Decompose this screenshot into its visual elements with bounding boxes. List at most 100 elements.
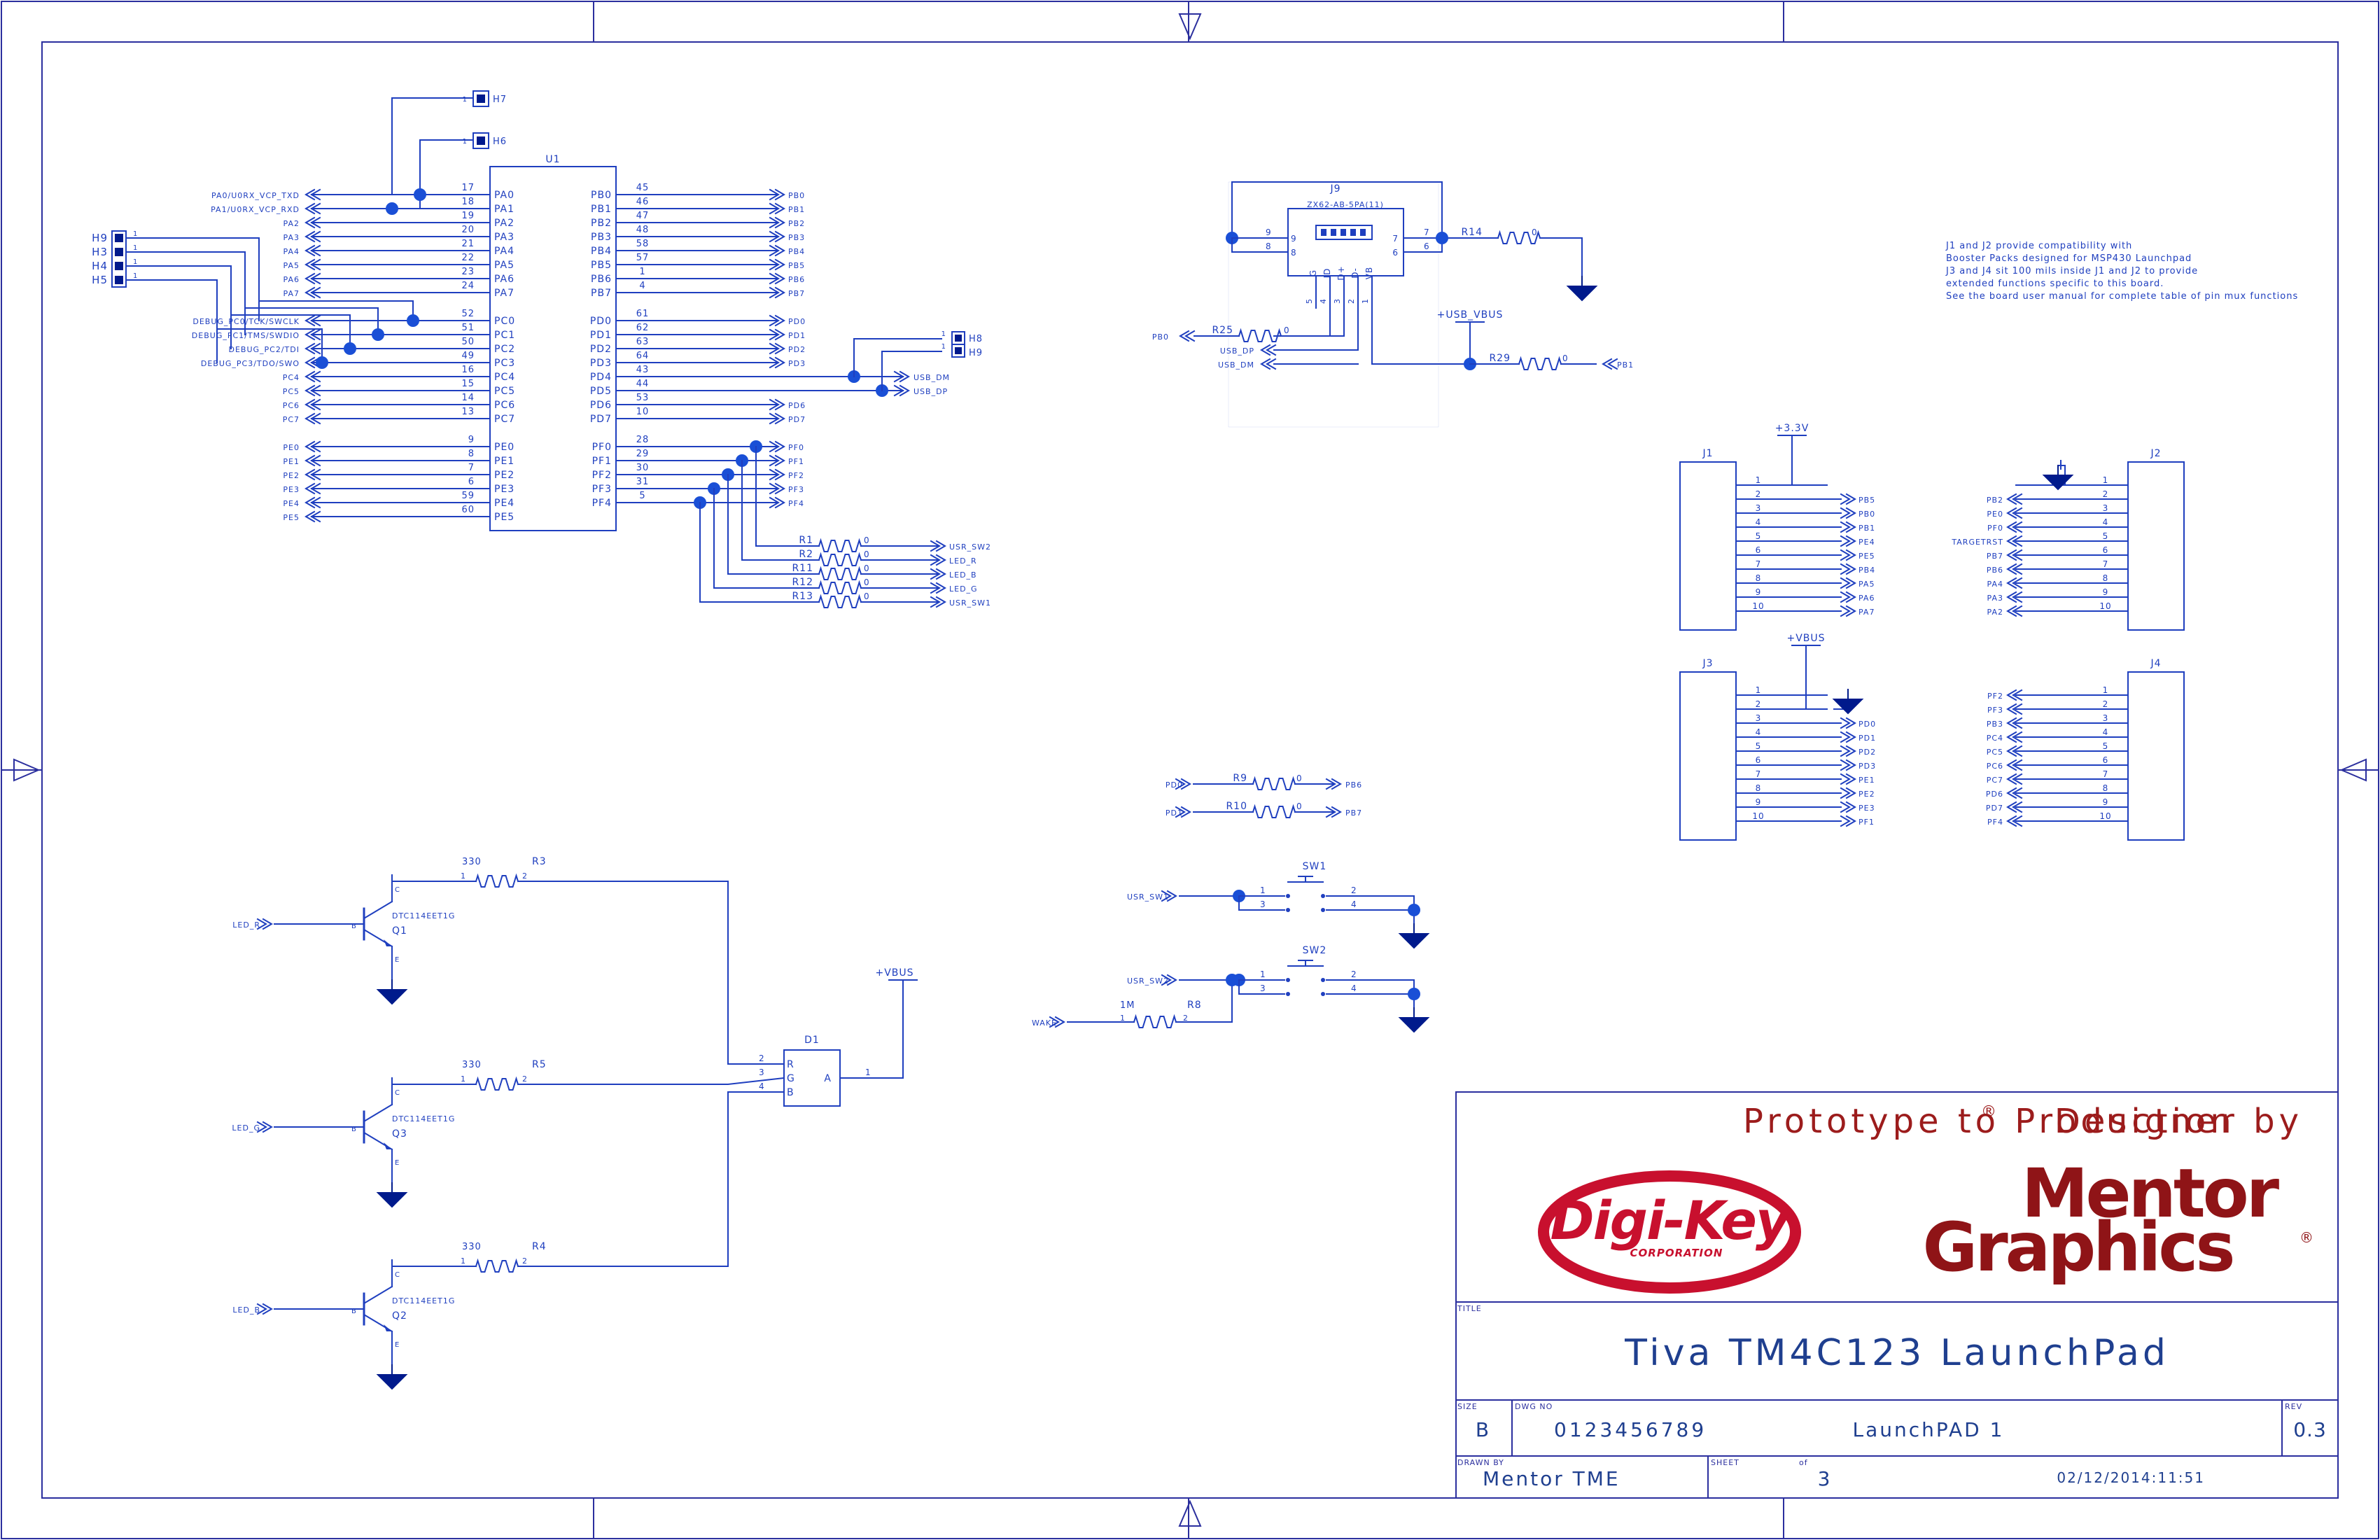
tr-emitter-arrow [384,1142,392,1149]
u1-pin-number: 14 [461,393,475,403]
net-label: TARGETRST [1951,538,2003,547]
resistor-R10 [1252,804,1296,818]
net-port-PC5 [310,384,321,397]
net-port [2006,605,2017,617]
sw-pin-number: 1 [1260,886,1266,895]
net-port [1175,806,1186,818]
net-port [2012,549,2023,561]
junction-dot [1408,988,1420,1000]
j3-pin-number: 7 [1756,769,1762,779]
net-port-PF0 [774,440,785,453]
net-port-PE5 [304,510,316,523]
u1-pin-number: 20 [461,225,475,235]
net-label: PC5 [283,387,300,396]
tb-designer: Designer by [2054,1102,2303,1141]
h6-pad [477,136,485,145]
u1-pin-name: PE5 [494,512,514,523]
net-port [1840,773,1851,785]
net-port [1840,549,1851,561]
pf-resistor-wire [699,502,820,603]
net-port-PA6 [310,272,321,285]
net-port [1845,815,1856,827]
net-port-PA4 [304,244,316,257]
resistor-ref: R10 [1226,801,1247,812]
resistor-ref: R25 [1212,325,1233,336]
digikey-logo-ring [1538,1170,1801,1294]
u1-pin-name: PC6 [494,400,515,411]
net-port-PC2 [304,342,316,355]
r29-port [1602,358,1613,370]
j4-body [2127,671,2185,841]
tb-drawn: Mentor TME [1483,1467,1620,1490]
j3-pin-number: 8 [1756,783,1762,793]
net-label: PD2 [788,345,806,354]
supply-label: +VBUS [1786,633,1825,644]
j4-pin-number: 7 [2103,769,2109,779]
frame-center-arrow-right [2339,758,2367,782]
tr-collector-lead [363,900,393,920]
u1-pin-name: PA1 [494,204,514,215]
tb-reg: ® [1981,1103,1997,1121]
u1-pin-name: PB6 [591,274,612,285]
net-label: DEBUG_PC1/TMS/SWDIO [192,331,300,340]
debug-header-body [111,230,127,288]
net-port-LED_G [930,582,941,594]
j9-pin-number: 2 [1347,298,1356,304]
net-port [1325,778,1336,790]
debug-header-ref: H5 [92,274,108,286]
debug-header-pad [115,262,123,270]
u1-pin-number: 29 [636,449,650,459]
net-label: PC7 [1987,776,2003,785]
net-port [2006,493,2017,505]
resistor-value: 330 [462,1060,482,1070]
net-port-PA7 [310,286,321,299]
net-port [1845,591,1856,603]
net-label: DEBUG_PC0/TCK/SWCLK [192,317,300,326]
net-port-PD2 [769,342,780,355]
net-label: PA1/U0RX_VCP_RXD [211,205,300,214]
u1-pin-number: 13 [461,407,475,417]
j1-pin-number: 7 [1756,559,1762,569]
net-port-PB7 [769,286,780,299]
j9-contact [1360,229,1366,236]
resistor-R13 [818,594,862,608]
r25-port [1179,330,1190,342]
u1-pin-name: PE2 [494,470,514,481]
resistor-pin: 1 [461,1074,466,1084]
d1-pin-name: G [787,1073,795,1084]
net-port-PB1 [774,202,785,215]
pf-resistor-wire [713,488,820,589]
net-port [1840,605,1851,617]
u1-pin-number: 19 [461,211,475,221]
net-port-PC6 [304,398,316,411]
u1-pin-name: PB3 [591,232,612,243]
junction-dot [414,188,426,201]
u1-pin-name: PD5 [590,386,612,397]
net-label: PE0 [283,443,300,452]
j9-contact [1350,229,1356,236]
u1-pin-name: PD3 [590,358,612,369]
net-port [2012,759,2023,771]
resistor-value: 0 [864,564,870,573]
junction-dot [386,202,398,215]
u1-pin-name: PA4 [494,246,514,257]
u1-pin-number: 53 [636,393,650,403]
net-label: PF2 [1987,692,2003,701]
net-port [1840,815,1851,827]
net-label: PF4 [1987,818,2003,827]
net-label: PC4 [1987,734,2003,743]
sw-pin-number: 3 [1260,899,1266,909]
j9-body [1287,208,1404,276]
w [1273,307,1331,337]
u1-pin-number: 6 [468,477,475,487]
h8-pin-number: 1 [941,330,946,338]
d1-pin-number: 2 [759,1054,765,1063]
net-label: PB1 [1858,524,1875,533]
net-label: PE5 [1858,552,1875,561]
j9-pin-number: 6 [1392,248,1399,258]
net-port [2006,815,2017,827]
resistor-value: 330 [462,1242,482,1252]
net-port-PA2 [310,216,321,229]
d1-pin-name: R [787,1059,794,1070]
u1-pin-name: PC0 [494,316,515,327]
